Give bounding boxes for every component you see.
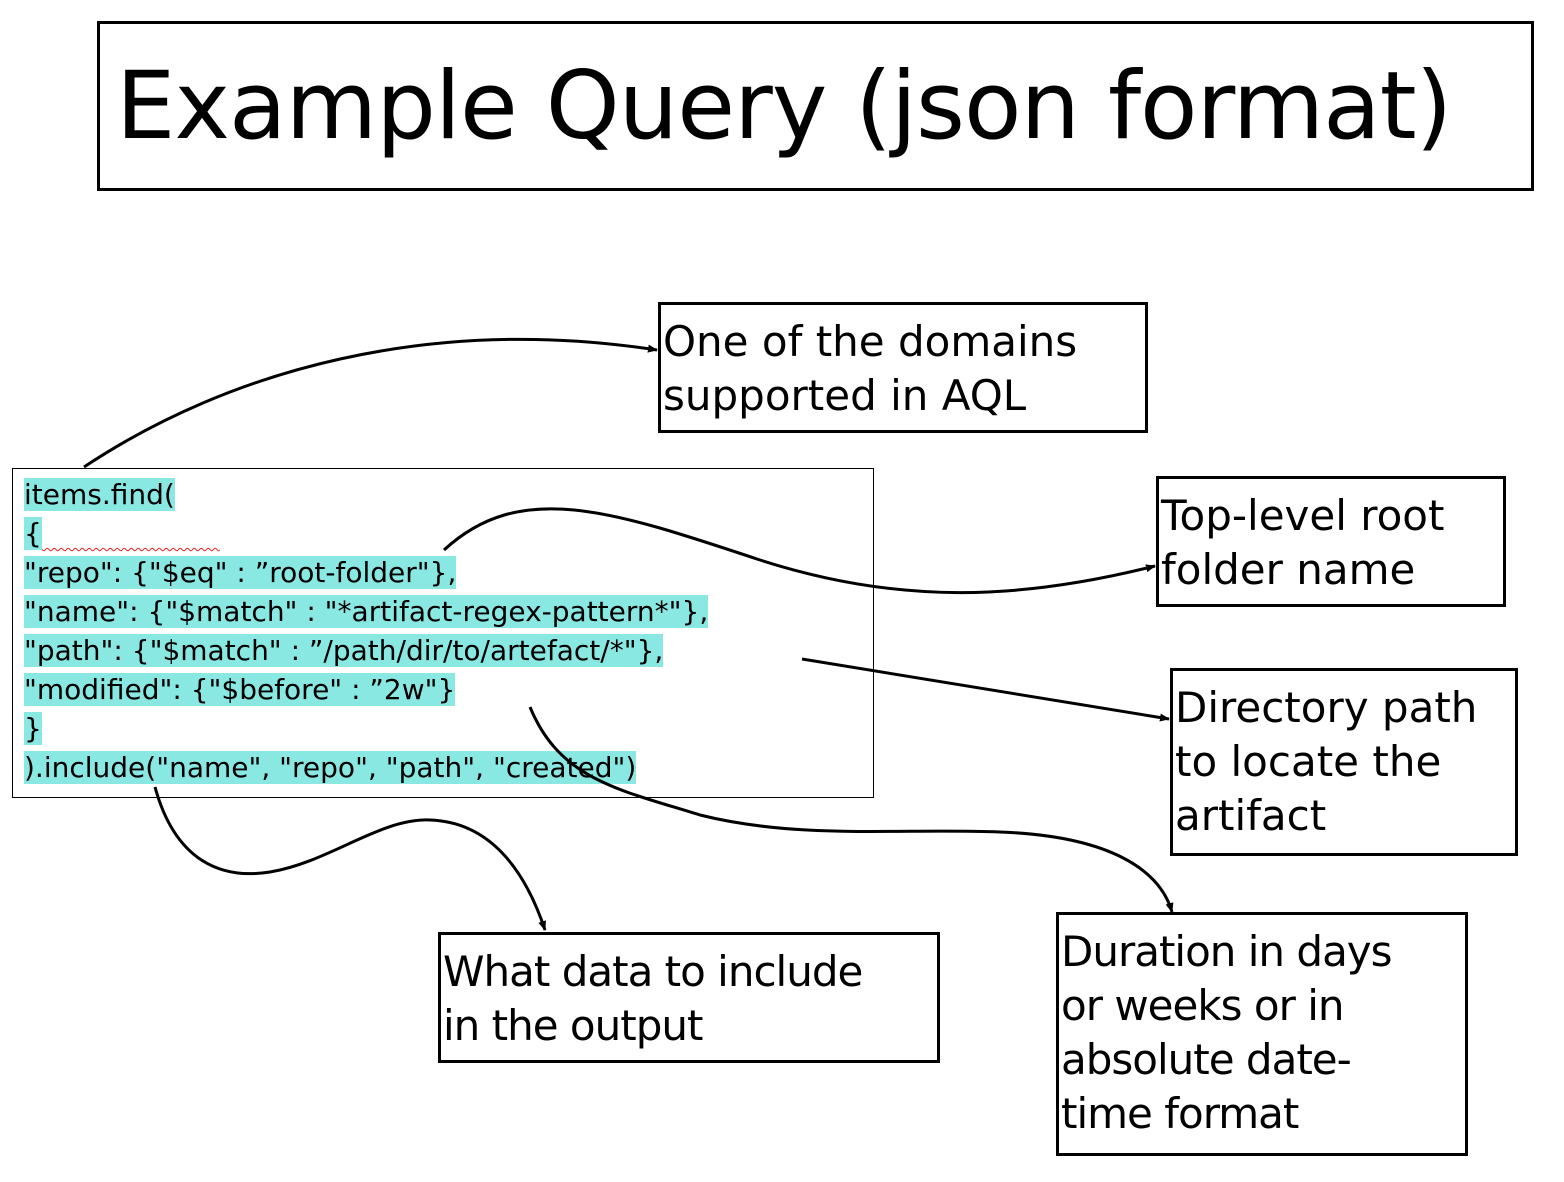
callout-domains: One of the domains supported in AQL <box>658 302 1148 433</box>
callout-line: in the output <box>443 1001 703 1050</box>
code-line-modified: "modified": {"$before" : ”2w"} <box>24 673 456 706</box>
code-block: items.find( {​ "repo": {"$eq" : ”root-fo… <box>12 468 874 798</box>
callout-line: absolute date- <box>1061 1035 1352 1084</box>
callout-duration: Duration in days or weeks or in absolute… <box>1056 912 1468 1156</box>
callout-line: time format <box>1061 1089 1299 1138</box>
callout-root-folder: Top-level root folder name <box>1156 476 1506 607</box>
arrow-to-domains <box>83 337 658 469</box>
spellcheck-squiggle: ​ <box>41 517 220 550</box>
code-line-name: "name": {"$match" : "*artifact-regex-pat… <box>24 595 709 628</box>
slide-title: Example Query (json format) <box>116 52 1452 161</box>
callout-line: Directory path <box>1175 683 1478 732</box>
code-line-open-brace: {​ <box>24 517 220 550</box>
code-line-find: items.find( <box>24 478 175 511</box>
callout-line: folder name <box>1161 545 1416 594</box>
title-box: Example Query (json format) <box>97 21 1534 191</box>
callout-line: One of the domains <box>663 317 1078 366</box>
code-line-path: "path": {"$match" : ”/path/dir/to/artefa… <box>24 634 664 667</box>
code-line-include: ).include("name", "repo", "path", "creat… <box>24 751 637 784</box>
callout-line: or weeks or in <box>1061 981 1345 1030</box>
callout-line: Duration in days <box>1061 927 1393 976</box>
callout-line: What data to include <box>443 947 863 996</box>
callout-line: artifact <box>1175 791 1327 840</box>
code-line-repo: "repo": {"$eq" : ”root-folder"}, <box>24 556 457 589</box>
callout-line: supported in AQL <box>663 371 1027 420</box>
arrow-to-include-output <box>153 786 547 931</box>
callout-directory-path: Directory path to locate the artifact <box>1170 668 1518 856</box>
callout-line: Top-level root <box>1161 491 1445 540</box>
callout-line: to locate the <box>1175 737 1442 786</box>
callout-include-output: What data to include in the output <box>438 932 940 1063</box>
code-line-close-brace: } <box>24 712 42 745</box>
